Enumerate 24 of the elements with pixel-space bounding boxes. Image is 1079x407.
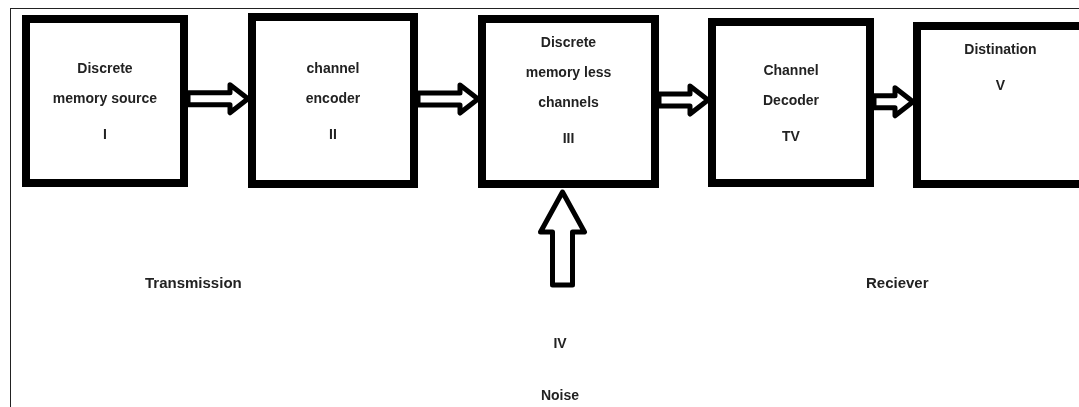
block-arrow xyxy=(871,85,916,119)
box-label: V xyxy=(995,76,1006,95)
process-box xyxy=(708,18,874,187)
box-label: Discrete memory source xyxy=(51,59,159,108)
box-label: IV xyxy=(553,334,567,353)
box-label: II xyxy=(329,124,337,144)
process-box xyxy=(913,22,1079,188)
process-box xyxy=(248,13,418,188)
box-label: Distination xyxy=(964,40,1037,59)
block-arrow xyxy=(185,82,251,116)
block-arrow xyxy=(415,82,481,116)
box-label: TV xyxy=(782,126,800,146)
process-box xyxy=(478,15,659,188)
box-label: Channel Decoder xyxy=(762,60,820,110)
process-box xyxy=(22,15,188,187)
box-label: III xyxy=(562,129,575,148)
block-arrow xyxy=(656,83,711,117)
box-label: channel encoder xyxy=(304,58,362,108)
box-label: Discrete memory less channels xyxy=(524,33,613,112)
box-label: Noise xyxy=(540,386,580,405)
section-label: Reciever xyxy=(866,274,929,291)
block-arrow xyxy=(538,189,587,288)
section-label: Transmission xyxy=(145,274,242,291)
box-label: I xyxy=(103,125,107,144)
